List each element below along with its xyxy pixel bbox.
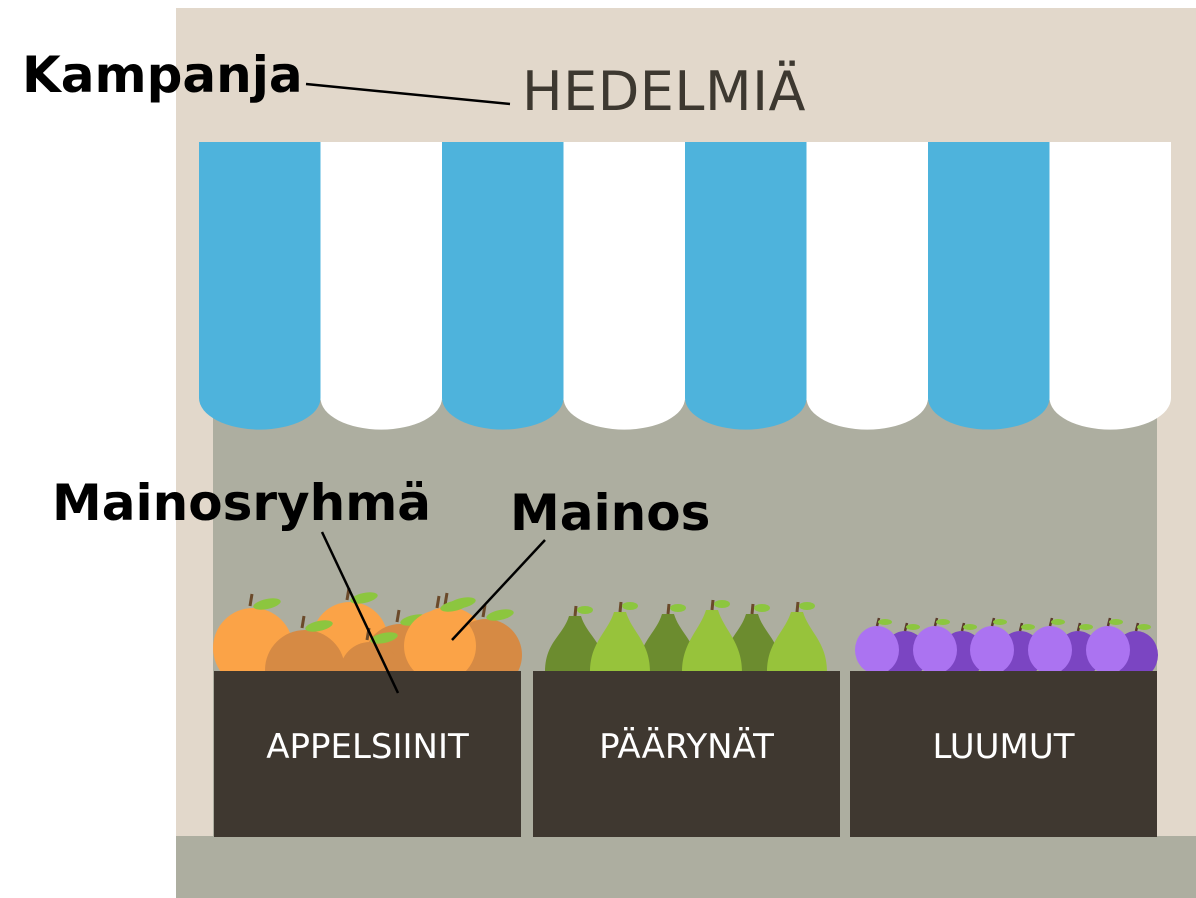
crate-oranges: APPELSIINIT: [214, 671, 521, 837]
crate-pears: PÄÄRYNÄT: [533, 671, 840, 837]
pear-stem: [668, 604, 669, 614]
plum-leaf: [1109, 619, 1123, 625]
orange-stem: [437, 596, 439, 608]
awning-stripe: [321, 142, 443, 430]
plum-leaf: [963, 624, 977, 630]
awning-stripe: [564, 142, 686, 430]
plum-leaf: [993, 619, 1007, 625]
callout-ad: Mainos: [510, 484, 710, 542]
plum-body: [1028, 626, 1072, 674]
pear-stem: [752, 604, 753, 614]
pear-leaf: [670, 604, 686, 612]
plum-leaf: [1137, 624, 1151, 630]
plum-leaf: [878, 619, 892, 625]
plum-leaf: [936, 619, 950, 625]
plum-body: [913, 626, 957, 674]
awning-stripe: [442, 142, 564, 430]
awning-stripe: [685, 142, 807, 430]
awning: [199, 142, 1171, 430]
plum-leaf: [1079, 624, 1093, 630]
pear-stem: [797, 602, 798, 612]
crate-plums: LUUMUT: [850, 671, 1157, 837]
sidewalk: [176, 836, 1196, 898]
pear-leaf: [714, 600, 730, 608]
plum-body: [855, 626, 899, 674]
awning-stripe: [807, 142, 929, 430]
store-sign: HEDELMIÄ: [522, 60, 806, 123]
callout-ad-group: Mainosryhmä: [52, 474, 431, 532]
orange-stem: [250, 594, 252, 606]
plum-leaf: [1051, 619, 1065, 625]
orange-stem: [397, 610, 399, 622]
plum-leaf: [1021, 624, 1035, 630]
awning-stripe: [1050, 142, 1172, 430]
orange-stem: [302, 616, 304, 628]
pear-leaf: [799, 602, 815, 610]
awning-stripe: [928, 142, 1050, 430]
plum-body: [970, 626, 1014, 674]
pear-stem: [575, 606, 576, 616]
awning-stripe: [199, 142, 321, 430]
plum-leaf: [906, 624, 920, 630]
pear-stem: [712, 600, 713, 610]
plum-body: [1086, 626, 1130, 674]
pear-leaf: [754, 604, 770, 612]
pear-stem: [620, 602, 621, 612]
pear-leaf: [577, 606, 593, 614]
callout-campaign: Kampanja: [22, 46, 303, 104]
crate-label: APPELSIINIT: [266, 727, 469, 767]
crate-label: PÄÄRYNÄT: [599, 727, 774, 767]
pear-leaf: [622, 602, 638, 610]
crate-label: LUUMUT: [932, 727, 1074, 767]
